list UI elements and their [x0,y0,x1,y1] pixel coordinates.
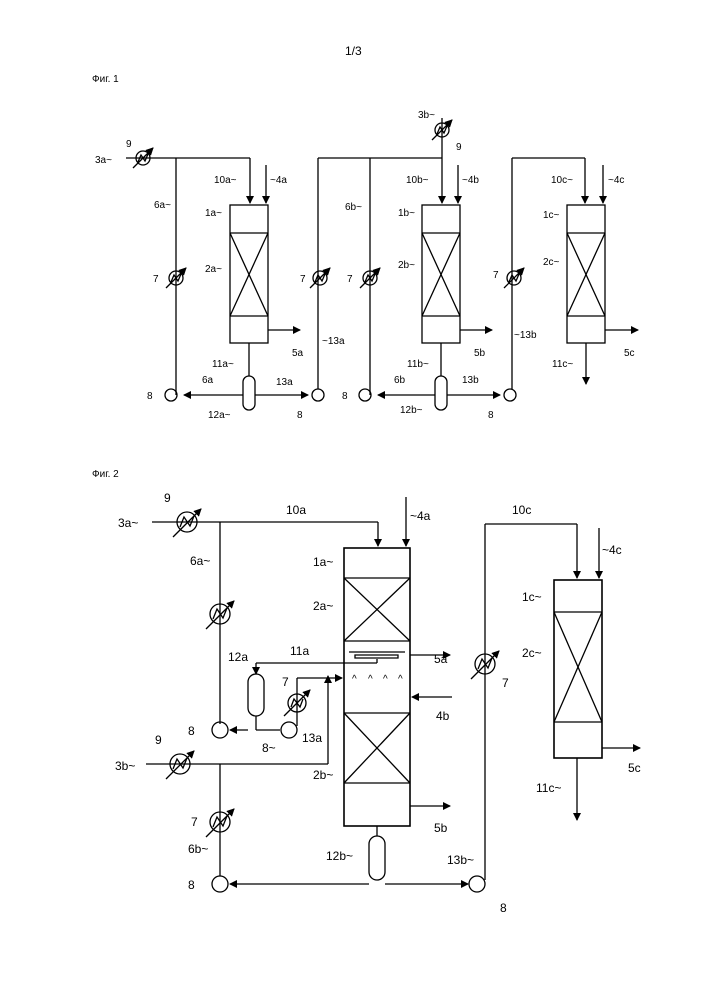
figure-1: Фиг. 1 [92,74,638,421]
label2-4c: ~4c [602,543,622,557]
fig1-separator-12b [435,376,447,410]
label-8b-left: 8 [342,391,348,402]
label-7a: 7 [153,274,159,285]
label2-2c: 2c~ [522,646,542,660]
label-7-mid: 7 [300,274,306,285]
label-13a-bottom: 13a [276,377,293,388]
svg-text:^: ^ [352,674,357,685]
label-2a: 2a~ [205,264,222,275]
label-5a: 5a [292,348,304,359]
label2-3b: 3b~ [115,759,135,773]
label-11c: 11c~ [552,359,573,370]
fig1-pump-8a-left-icon [165,389,177,401]
label-11a: 11a~ [212,359,234,370]
label-13b-bottom: 13b [462,375,479,386]
label-1c: 1c~ [543,210,560,221]
label-8b-right: 8 [488,410,494,421]
label2-12b: 12b~ [326,849,353,863]
fig2-title: Фиг. 2 [92,469,119,480]
label-5c: 5c [624,348,635,359]
label2-7-right: 7 [502,676,509,690]
label-7b-right: 7 [493,270,499,281]
column-1b [422,205,460,343]
label2-5a: 5a [434,652,448,666]
column-1c [567,205,605,343]
fig1-pump-8b-left-icon [359,389,371,401]
label-4a: ~4a [270,175,287,186]
label-5b: 5b [474,348,486,359]
label-11b: 11b~ [407,359,429,370]
fig2-pump-8-top-icon [212,722,228,738]
label-6a-bottom: 6a [202,375,214,386]
label2-11a: 11a [290,644,309,658]
fig1-title: Фиг. 1 [92,74,119,85]
label2-8-mid: 8~ [262,741,276,755]
fig2-pump-8-bottom-icon [212,876,228,892]
label2-6b: 6b~ [188,842,208,856]
label2-10c: 10c [512,503,531,517]
label-3a: 3a~ [95,155,112,166]
page-number: 1/3 [345,44,362,58]
label2-9b: 9 [155,733,162,747]
label-6b-bottom: 6b [394,375,406,386]
label2-5c: 5c [628,761,641,775]
fig2-separator-12a [248,674,264,716]
label-12b: 12b~ [400,405,423,416]
label2-5b: 5b [434,821,448,835]
label2-4b: 4b [436,709,450,723]
svg-text:^: ^ [368,674,373,685]
fig2-separator-12b [369,836,385,880]
label-9a: 9 [126,139,132,150]
label-13a-up: ~13a [322,336,345,347]
label2-13b: 13b~ [447,853,474,867]
fig2-pump-8-mid-icon [281,722,297,738]
label2-7-mid: 7 [282,675,289,689]
label2-1a: 1a~ [313,555,333,569]
label2-7-left: 7 [191,815,198,829]
label-6b: 6b~ [345,202,362,213]
label2-3a: 3a~ [118,516,138,530]
label-3b: 3b~ [418,110,435,121]
column-1a [230,205,268,343]
label-13b-up: ~13b [514,330,537,341]
label2-2b: 2b~ [313,768,333,782]
fig1-pump-8b-right-icon [504,389,516,401]
label2-8-top: 8 [188,724,195,738]
label-1a: 1a~ [205,208,222,219]
label-4b: ~4b [462,175,479,186]
label2-6a: 6a~ [190,554,210,568]
label-4c: ~4c [608,175,624,186]
label-9b: 9 [456,142,462,153]
label-6a: 6a~ [154,200,171,211]
label2-8-bottom-right: 8 [500,901,507,915]
label-8a-right: 8 [297,410,303,421]
label2-2a: 2a~ [313,599,333,613]
label2-1c: 1c~ [522,590,542,604]
label2-4a: ~4a [410,509,431,523]
label-10a: 10a~ [214,175,237,186]
label2-9a: 9 [164,491,171,505]
label2-8-bottom: 8 [188,878,195,892]
label-10b: 10b~ [406,175,429,186]
svg-text:^: ^ [383,674,388,685]
label-7b-left: 7 [347,274,353,285]
label2-12a: 12a [228,650,248,664]
fig1-separator-12a [243,376,255,410]
label-10c: 10c~ [551,175,573,186]
fig2-pump-8-bottom-right-icon [469,876,485,892]
label-2b: 2b~ [398,260,415,271]
label2-11c: 11c~ [536,781,561,795]
label2-10a: 10a [286,503,306,517]
label2-13a: 13a [302,731,322,745]
fig2-column-main: ^ ^ ^ ^ [344,548,410,826]
svg-text:^: ^ [398,674,403,685]
label-12a: 12a~ [208,410,231,421]
fig1-pump-8a-right-icon [312,389,324,401]
figure-2: Фиг. 2 ^ ^ ^ ^ [92,469,641,915]
label-2c: 2c~ [543,257,560,268]
label-8a-left: 8 [147,391,153,402]
label-1b: 1b~ [398,208,415,219]
fig2-column-1c [554,580,602,758]
